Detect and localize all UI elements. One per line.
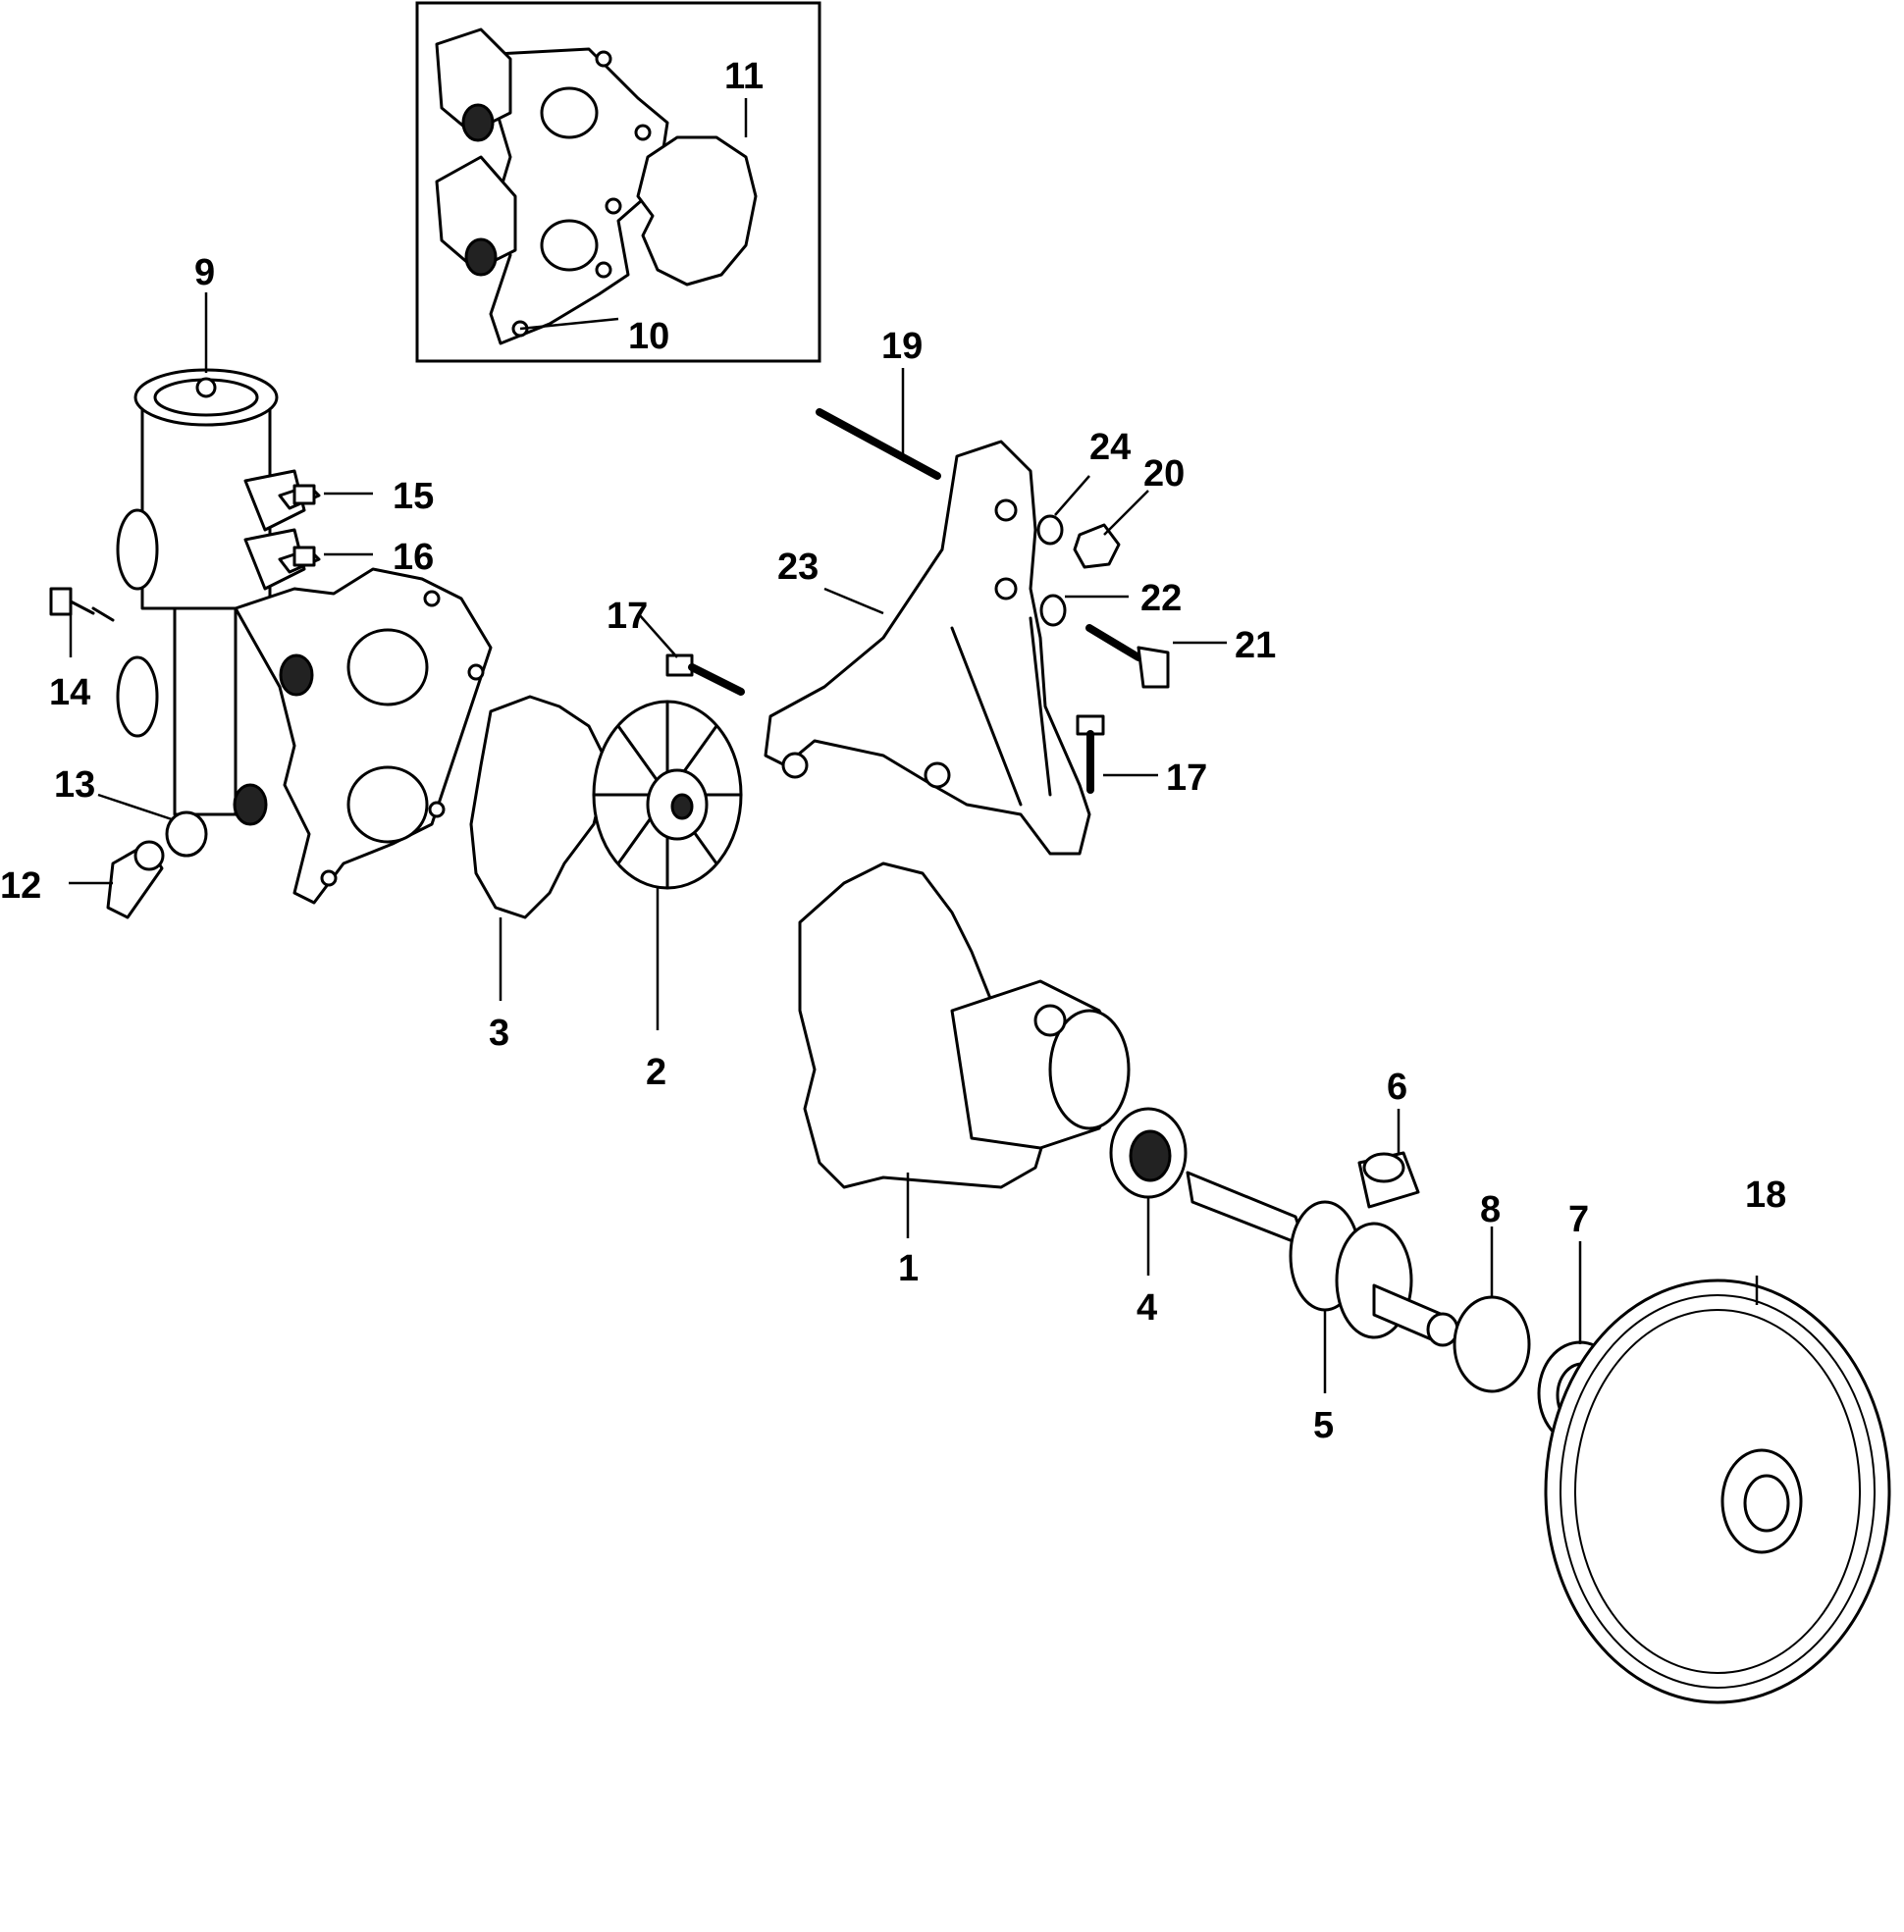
impeller-2 xyxy=(592,700,743,890)
bracket-23 xyxy=(764,440,1091,856)
callout-14: 14 xyxy=(49,672,90,713)
nut-20 xyxy=(1073,523,1121,569)
callout-22: 22 xyxy=(1140,578,1182,619)
retaining-ring-8 xyxy=(1453,1295,1531,1393)
fitting-16 xyxy=(278,546,321,574)
callout-13: 13 xyxy=(54,764,95,806)
callout-20: 20 xyxy=(1143,453,1185,495)
callout-8: 8 xyxy=(1480,1189,1501,1230)
callout-19: 19 xyxy=(881,326,923,367)
screw-14 xyxy=(49,587,115,622)
callout-2: 2 xyxy=(646,1052,666,1093)
callout-labels: 1 2 3 4 5 6 7 8 9 10 11 12 13 14 15 16 1… xyxy=(0,56,1786,1446)
callout-5: 5 xyxy=(1313,1405,1334,1446)
bolt-21 xyxy=(1085,624,1170,689)
callout-3: 3 xyxy=(489,1013,509,1054)
callout-17-right: 17 xyxy=(1166,757,1207,799)
inset-housing-plate xyxy=(489,47,669,345)
bushing-6 xyxy=(1357,1151,1420,1209)
stud-19 xyxy=(816,408,941,480)
inset-outlet-elbows xyxy=(435,27,517,277)
drain-plug-12 xyxy=(106,840,165,919)
callout-15: 15 xyxy=(393,476,434,517)
callout-23: 23 xyxy=(777,547,819,588)
callout-17-left: 17 xyxy=(607,596,648,637)
callout-4: 4 xyxy=(1137,1287,1157,1329)
callout-12: 12 xyxy=(0,865,41,907)
leader-lines xyxy=(69,98,1759,1393)
callout-6: 6 xyxy=(1387,1067,1407,1108)
thermostat-housing xyxy=(116,368,306,816)
callout-1: 1 xyxy=(898,1248,919,1289)
bolt-17-left xyxy=(665,653,745,696)
washer-24 xyxy=(1036,514,1064,546)
callout-9: 9 xyxy=(194,252,215,293)
inset-gasket xyxy=(636,135,758,287)
pulley-18 xyxy=(1544,1279,1891,1704)
inset-detail-box xyxy=(415,1,821,363)
bearing-4 xyxy=(1109,1107,1188,1199)
pump-cover-plate xyxy=(233,567,493,905)
shaft-5 xyxy=(1186,1171,1459,1347)
callout-24: 24 xyxy=(1089,427,1131,468)
lock-washer-22 xyxy=(1039,594,1067,627)
callout-21: 21 xyxy=(1235,625,1276,666)
gasket-3 xyxy=(469,695,610,919)
fitting-15 xyxy=(278,484,321,510)
callout-11: 11 xyxy=(724,56,764,97)
callout-7: 7 xyxy=(1568,1199,1589,1240)
callout-18: 18 xyxy=(1745,1175,1786,1216)
callout-16: 16 xyxy=(393,537,434,578)
callout-10: 10 xyxy=(628,316,669,357)
pump-body-1 xyxy=(798,862,1131,1189)
bolt-17-right xyxy=(1076,714,1105,794)
o-ring-13 xyxy=(165,810,208,858)
